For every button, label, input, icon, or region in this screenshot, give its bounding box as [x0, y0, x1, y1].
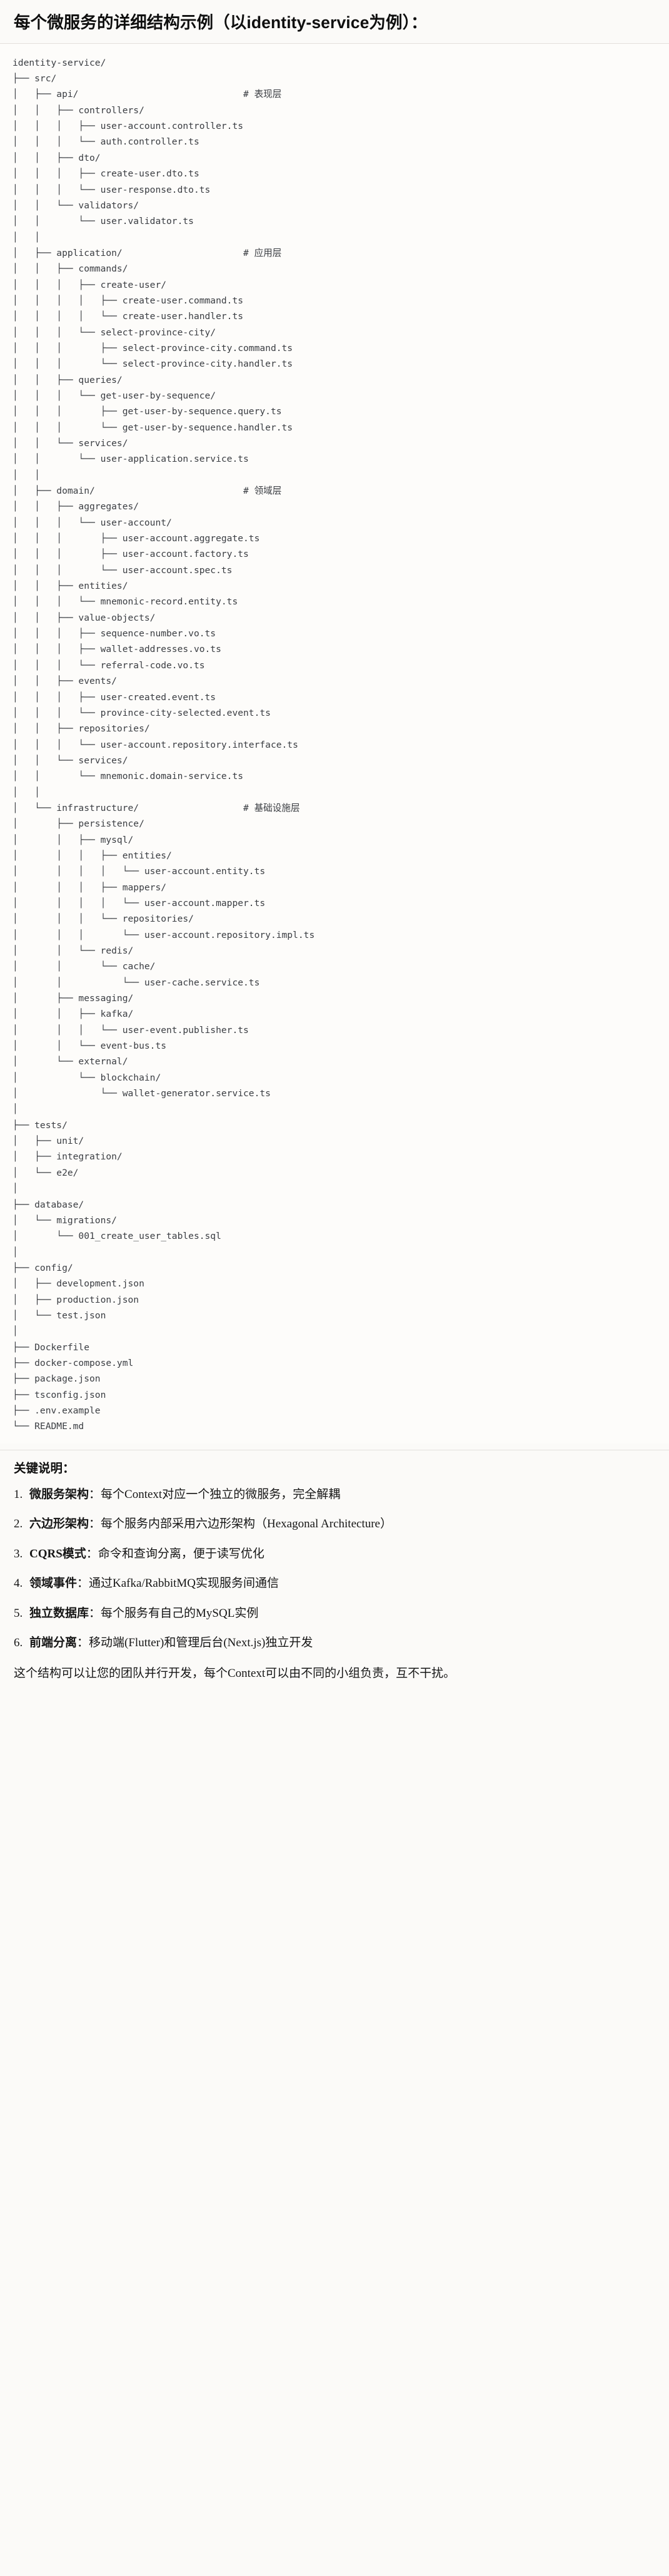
note-body: 命令和查询分离，便于读写优化 [98, 1547, 264, 1560]
key-notes-list: 微服务架构：每个Context对应一个独立的微服务，完全解耦 六边形架构：每个服… [14, 1486, 655, 1652]
note-lead: 领域事件 [29, 1577, 78, 1591]
note-lead: CQRS模式 [29, 1547, 86, 1560]
note-lead: 前端分离 [29, 1636, 78, 1650]
note-lead: 独立数据库 [29, 1606, 89, 1620]
note-body: 通过Kafka/RabbitMQ实现服务间通信 [89, 1577, 279, 1591]
directory-tree-codeblock: identity-service/ ├── src/ │ ├── api/ # … [0, 43, 669, 1443]
list-item: 前端分离：移动端(Flutter)和管理后台(Next.js)独立开发 [14, 1634, 655, 1652]
note-body: 每个服务内部采用六边形架构（Hexagonal Architecture） [101, 1517, 392, 1531]
directory-tree: identity-service/ ├── src/ │ ├── api/ # … [13, 57, 315, 1432]
document-page: 每个微服务的详细结构示例（以identity-service为例）： ident… [0, 0, 669, 1690]
note-separator: ： [86, 1547, 98, 1560]
page-title: 每个微服务的详细结构示例（以identity-service为例）： [14, 13, 428, 32]
note-separator: ： [89, 1606, 101, 1620]
list-item: 微服务架构：每个Context对应一个独立的微服务，完全解耦 [14, 1486, 655, 1504]
list-item: CQRS模式：命令和查询分离，便于读写优化 [14, 1545, 655, 1564]
closing-paragraph: 这个结构可以让您的团队并行开发，每个Context可以由不同的小组负责，互不干扰… [14, 1666, 456, 1680]
note-lead: 六边形架构 [29, 1517, 89, 1531]
list-item: 领域事件：通过Kafka/RabbitMQ实现服务间通信 [14, 1575, 655, 1593]
note-lead: 微服务架构 [29, 1487, 89, 1501]
note-body: 移动端(Flutter)和管理后台(Next.js)独立开发 [89, 1636, 313, 1650]
key-notes-title: 关键说明： [14, 1461, 75, 1475]
note-separator: ： [89, 1487, 101, 1501]
key-notes-section: 关键说明： 微服务架构：每个Context对应一个独立的微服务，完全解耦 六边形… [0, 1450, 669, 1652]
note-body: 每个服务有自己的MySQL实例 [101, 1606, 259, 1620]
note-body: 每个Context对应一个独立的微服务，完全解耦 [101, 1487, 341, 1501]
list-item: 六边形架构：每个服务内部采用六边形架构（Hexagonal Architectu… [14, 1515, 655, 1534]
note-separator: ： [89, 1517, 101, 1531]
note-separator: ： [77, 1577, 89, 1591]
list-item: 独立数据库：每个服务有自己的MySQL实例 [14, 1605, 655, 1623]
note-separator: ： [77, 1636, 89, 1650]
title-divider [0, 43, 669, 44]
